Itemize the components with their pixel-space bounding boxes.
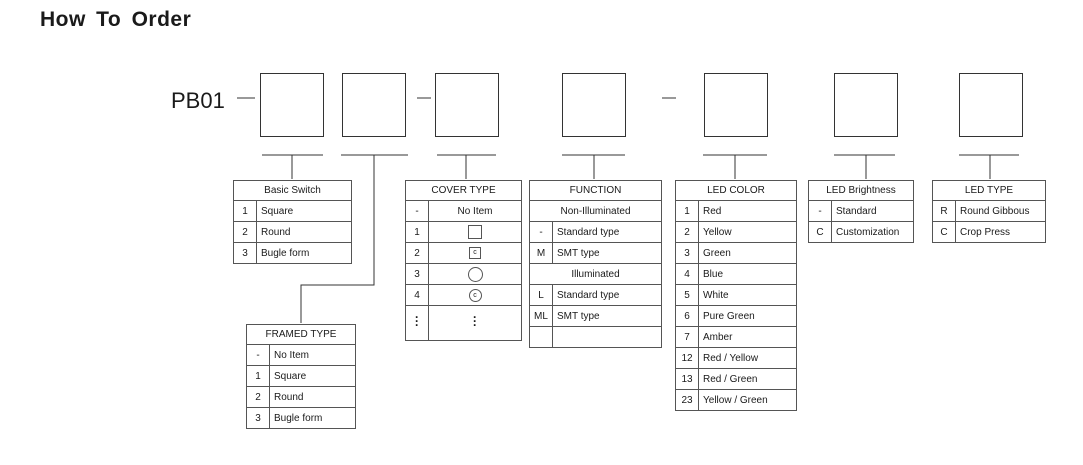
cover-type-header: COVER TYPE xyxy=(405,180,522,201)
led-type-box xyxy=(959,73,1023,137)
more-dots-icon: ··· xyxy=(415,309,419,332)
table-row: 3 xyxy=(405,263,522,285)
table-row: -No Item xyxy=(405,200,522,222)
function-table: FUNCTION Non-Illuminated -Standard type … xyxy=(529,180,662,348)
square-cover-icon xyxy=(468,225,482,239)
led-brightness-header: LED Brightness xyxy=(808,180,914,201)
model-prefix: PB01 xyxy=(171,88,225,113)
cover-type-box xyxy=(435,73,499,137)
function-section-label: Non-Illuminated xyxy=(529,200,662,222)
table-row: -Standard type xyxy=(529,221,662,243)
table-row xyxy=(529,326,662,348)
framed-type-header: FRAMED TYPE xyxy=(246,324,356,345)
square-cap-icon: c xyxy=(469,247,481,259)
led-brightness-box xyxy=(834,73,898,137)
function-box xyxy=(562,73,626,137)
led-color-box xyxy=(704,73,768,137)
table-row: -Standard xyxy=(808,200,914,222)
table-row: -No Item xyxy=(246,344,356,366)
function-header: FUNCTION xyxy=(529,180,662,201)
circle-cover-icon xyxy=(467,266,483,282)
function-section-label: Illuminated xyxy=(529,263,662,285)
page-title: How To Order xyxy=(40,8,192,31)
basic-switch-header: Basic Switch xyxy=(233,180,352,201)
more-dots-icon: ··· xyxy=(473,309,477,332)
basic-switch-box xyxy=(260,73,324,137)
led-type-header: LED TYPE xyxy=(932,180,1046,201)
table-row: ··· ··· xyxy=(405,305,522,341)
led-color-header: LED COLOR xyxy=(675,180,797,201)
circle-cap-icon: c xyxy=(468,288,482,302)
table-row: 1 xyxy=(405,221,522,243)
framed-type-box xyxy=(342,73,406,137)
